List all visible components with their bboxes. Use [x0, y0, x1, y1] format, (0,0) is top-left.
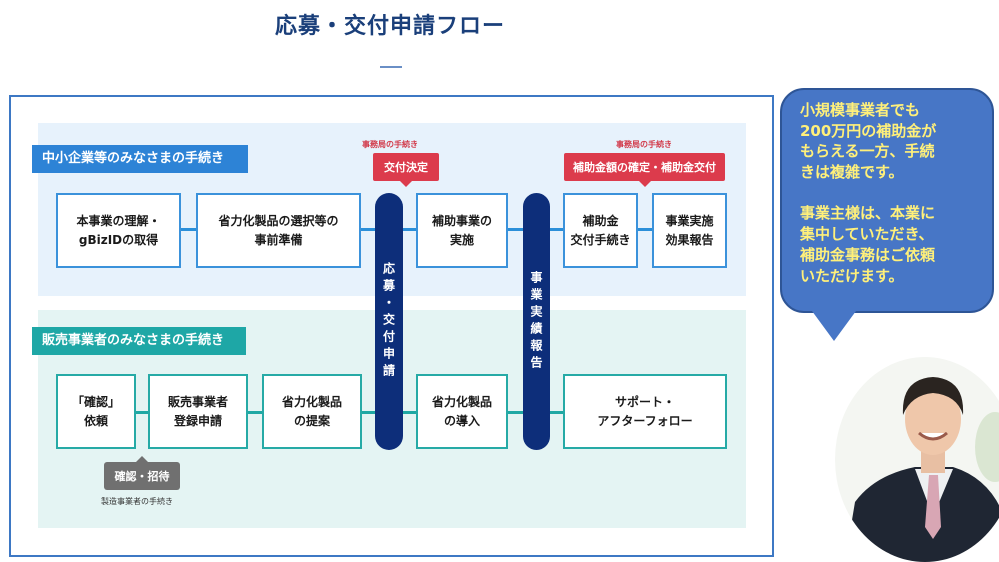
grant-settlement-tag: 補助金額の確定・補助金交付	[564, 153, 725, 187]
secretariat-note-1: 事務局の手続き	[362, 140, 418, 149]
grant-decision-tag: 交付決定	[373, 153, 439, 187]
application-pillar-label: 応募・交付申請	[381, 262, 396, 381]
title-divider	[380, 66, 402, 68]
application-pillar: 応募・交付申請	[375, 193, 403, 450]
sme-section-label: 中小企業等のみなさまの手続き	[32, 145, 248, 173]
step-gbizid: 本事業の理解・ gBizIDの取得	[56, 193, 181, 268]
step-grant-procedure: 補助金 交付手続き	[563, 193, 638, 268]
step-product-introduction: 省力化製品 の導入	[416, 374, 508, 449]
speech-bubble-tail	[812, 311, 856, 341]
vendor-section-label: 販売事業者のみなさまの手続き	[32, 327, 246, 355]
consultant-portrait-illustration	[835, 357, 999, 562]
step-implementation: 補助事業の 実施	[416, 193, 508, 268]
step-product-proposal: 省力化製品 の提案	[262, 374, 362, 449]
report-pillar-label: 事業実績報告	[529, 270, 543, 373]
report-pillar: 事業実績報告	[523, 193, 550, 450]
speech-bubble: 小規模事業者でも 200万円の補助金が もらえる一方、手続 きは複雑です。 事業…	[780, 88, 994, 313]
consultant-photo	[835, 357, 999, 562]
step-confirm-request: 「確認」 依頼	[56, 374, 136, 449]
page-title: 応募・交付申請フロー	[274, 14, 505, 39]
step-preparation: 省力化製品の選択等の 事前準備	[196, 193, 361, 268]
confirm-invite-tag: 確認・招待	[104, 456, 180, 490]
step-vendor-registration: 販売事業者 登録申請	[148, 374, 248, 449]
secretariat-note-2: 事務局の手続き	[616, 140, 672, 149]
manufacturer-note: 製造事業者の手続き	[101, 497, 173, 506]
step-support-aftercare: サポート・ アフターフォロー	[563, 374, 727, 449]
step-effect-report: 事業実施 効果報告	[652, 193, 727, 268]
